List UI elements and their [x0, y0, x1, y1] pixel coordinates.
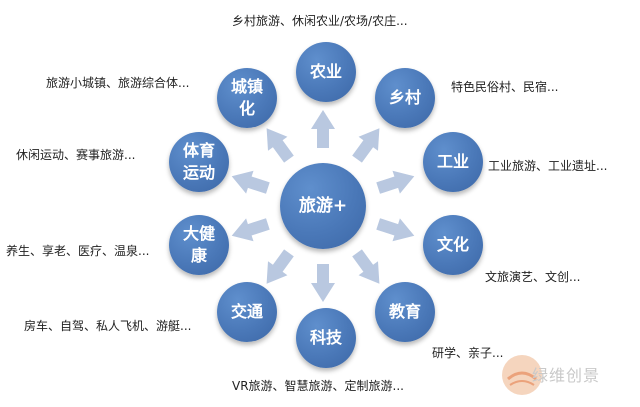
node-industry-label-1: 工业: [436, 152, 469, 172]
node-urbanization-label-2: 化: [238, 99, 255, 118]
desc-education: 研学、亲子...: [432, 346, 504, 360]
node-health: 大健 康: [169, 215, 229, 275]
node-village: 乡村: [375, 68, 435, 128]
arrow-to-transport: [266, 249, 294, 284]
node-culture-label-1: 文化: [436, 235, 469, 255]
arrow-to-culture: [376, 218, 415, 242]
node-education: 教育: [375, 282, 435, 342]
node-sports-label-1: 体育: [182, 141, 215, 161]
arrow-to-health: [231, 218, 270, 242]
node-urbanization-label-1: 城镇: [230, 77, 263, 97]
arrow-to-education: [352, 249, 380, 284]
node-technology: 科技: [296, 308, 356, 368]
arrow-to-urbanization: [266, 128, 294, 163]
node-health-label-2: 康: [190, 246, 207, 265]
desc-health: 养生、享老、医疗、温泉...: [6, 244, 150, 258]
watermark-text: 绿维创景: [532, 366, 601, 385]
desc-transport: 房车、自驾、私人飞机、游艇...: [24, 319, 192, 333]
node-sports-label-2: 运动: [182, 163, 215, 182]
desc-technology: VR旅游、智慧旅游、定制旅游...: [232, 379, 404, 393]
desc-urbanization: 旅游小城镇、旅游综合体...: [46, 76, 190, 90]
arrow-to-village: [352, 128, 380, 163]
arrow-to-agriculture: [311, 110, 335, 148]
node-industry: 工业: [423, 132, 483, 192]
node-transport-label-1: 交通: [230, 302, 263, 322]
node-education-label-1: 教育: [388, 302, 421, 322]
node-urbanization: 城镇 化: [217, 68, 277, 128]
node-technology-label-1: 科技: [309, 328, 342, 348]
node-sports: 体育 运动: [169, 132, 229, 192]
desc-culture: 文旅演艺、文创...: [485, 270, 581, 284]
node-agriculture: 农业: [296, 42, 356, 102]
node-agriculture-label-1: 农业: [309, 62, 342, 82]
desc-village: 特色民俗村、民宿...: [451, 80, 559, 94]
node-health-label-1: 大健: [182, 224, 215, 244]
arrow-to-sports: [231, 170, 270, 194]
arrow-to-technology: [311, 264, 335, 302]
desc-agriculture: 乡村旅游、休闲农业/农场/农庄...: [232, 14, 408, 28]
arrow-to-industry: [376, 170, 415, 194]
center-node: 旅游+: [280, 163, 366, 249]
watermark-logo-icon: [502, 355, 542, 395]
desc-sports: 休闲运动、赛事旅游...: [16, 148, 136, 162]
node-village-label-1: 乡村: [388, 88, 421, 108]
desc-industry: 工业旅游、工业遗址...: [488, 159, 608, 173]
center-node-label: 旅游+: [298, 195, 348, 216]
node-transport: 交通: [217, 282, 277, 342]
node-culture: 文化: [423, 215, 483, 275]
